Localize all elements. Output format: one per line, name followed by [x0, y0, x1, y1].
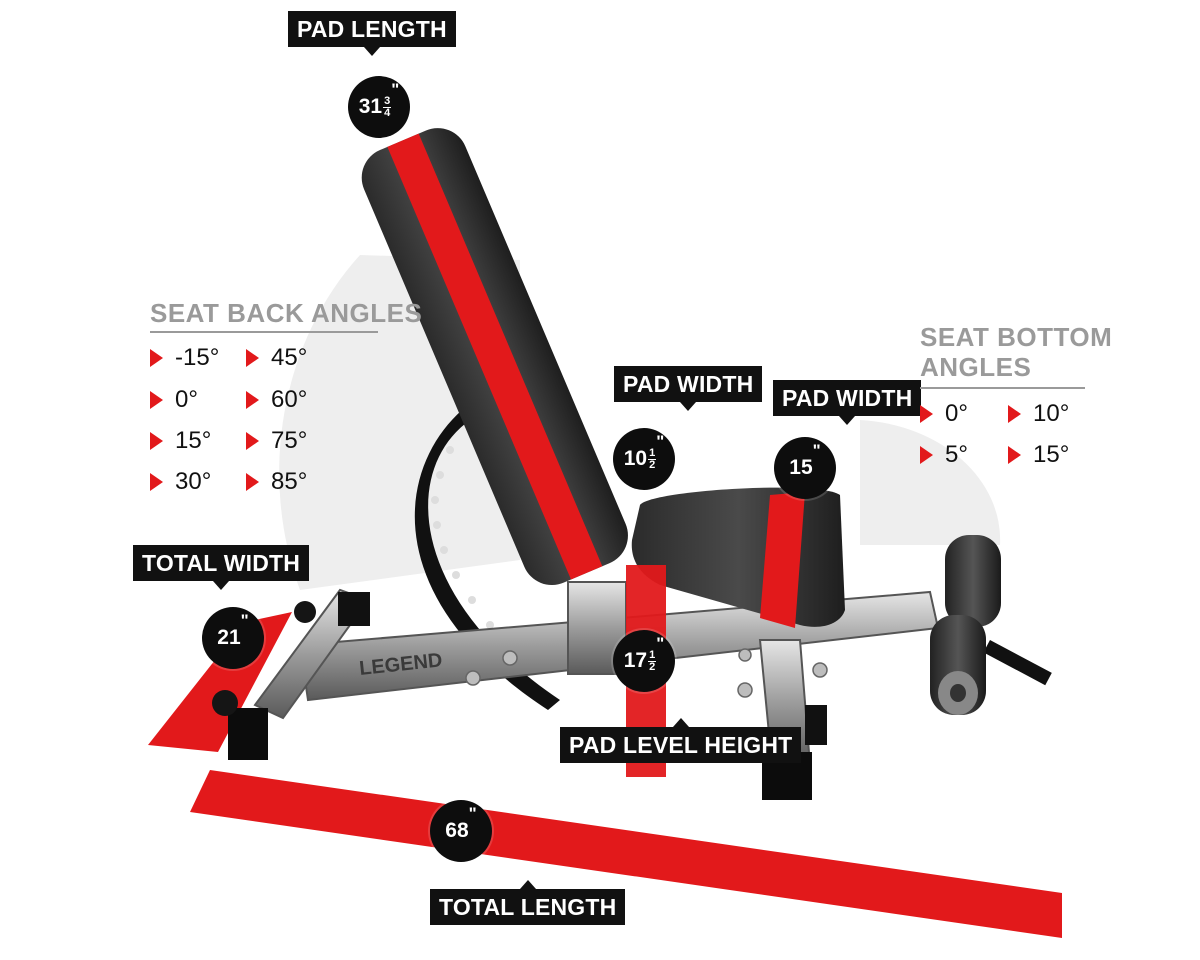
- seat-back-angle-item: 45°: [246, 344, 307, 372]
- seat-back-angle-item: 75°: [246, 427, 307, 455]
- red-arrow-icon: [246, 391, 259, 409]
- total-width-label: TOTAL WIDTH: [133, 545, 310, 590]
- red-arrow-icon: [1008, 405, 1021, 423]
- seat-bottom-heading-rule: [920, 387, 1085, 389]
- leg-roller-upper: [945, 535, 1001, 627]
- seat-bottom-angle-item: 15°: [1008, 441, 1069, 469]
- pad-width-seat-label: PAD WIDTH: [773, 380, 922, 425]
- seat-back-angle-item: -15°: [150, 344, 219, 372]
- red-arrow-icon: [1008, 446, 1021, 464]
- pad-length-label: PAD LENGTH: [288, 11, 456, 56]
- seat-back-angles-heading: SEAT BACK ANGLES: [150, 298, 423, 328]
- seat-back-angle-item: 85°: [246, 468, 307, 496]
- red-arrow-icon: [150, 349, 163, 367]
- total-length-label: TOTAL LENGTH: [430, 880, 626, 925]
- seat-bottom-red-stripe: [760, 492, 805, 628]
- center-post: [567, 581, 627, 675]
- seat-back-red-stripe: [387, 133, 603, 580]
- total-length-value: 68": [430, 800, 492, 862]
- seat-bottom-heading-line2: ANGLES: [920, 352, 1032, 382]
- pad-width-back-label: PAD WIDTH: [614, 366, 763, 411]
- red-arrow-icon: [920, 446, 933, 464]
- red-arrow-icon: [920, 405, 933, 423]
- pad-width-seat-value: 15": [774, 437, 836, 499]
- red-arrow-icon: [246, 432, 259, 450]
- red-arrow-icon: [246, 349, 259, 367]
- seat-back-angle-item: 0°: [150, 386, 198, 414]
- red-arrow-icon: [150, 473, 163, 491]
- seat-bottom-angle-arc: [860, 420, 1001, 545]
- red-arrow-icon: [150, 391, 163, 409]
- pad-level-height-label: PAD LEVEL HEIGHT: [560, 718, 802, 763]
- seat-back-angle-item: 30°: [150, 468, 211, 496]
- seat-bottom-angle-item: 5°: [920, 441, 968, 469]
- red-arrow-icon: [150, 432, 163, 450]
- total-length-floor-bar: [190, 770, 1062, 938]
- total-width-value: 21": [202, 607, 264, 669]
- seat-back-heading-rule: [150, 331, 378, 333]
- seat-back-angle-item: 60°: [246, 386, 307, 414]
- seat-bottom-heading-line1: SEAT BOTTOM: [920, 322, 1113, 352]
- seat-bottom-angles-heading: SEAT BOTTOM ANGLES: [920, 322, 1112, 382]
- red-arrow-icon: [246, 473, 259, 491]
- seat-bottom-angle-item: 10°: [1008, 400, 1069, 428]
- seat-back-angle-item: 15°: [150, 427, 211, 455]
- seat-bottom-angle-item: 0°: [920, 400, 968, 428]
